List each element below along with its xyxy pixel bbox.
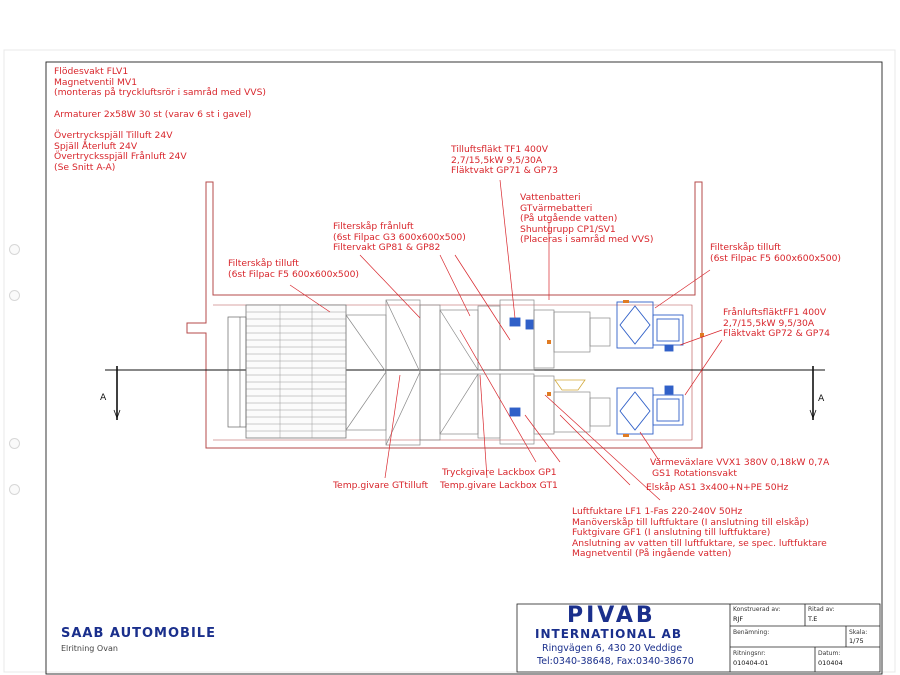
section-arrow-right <box>809 409 817 420</box>
label-line: Värmeväxlare VVX1 380V 0,18kW 0,7A <box>650 457 830 468</box>
door-frame <box>227 316 247 428</box>
client-name: SAAB AUTOMOBILE <box>61 626 216 641</box>
note-line: Flödesvakt FLV1 <box>54 66 129 77</box>
label-line: Filterskåp frånluft <box>333 221 414 232</box>
label-line: GTvärmebatteri <box>520 202 593 214</box>
filter-cabinets <box>345 299 611 446</box>
constructed-by: RJF <box>733 615 744 623</box>
label-water-coil: Vattenbatteri GTvärmebatteri (På utgåend… <box>520 192 654 246</box>
leader-lines <box>289 179 723 501</box>
label-filter-supply-left: Filterskåp tilluft (6st Filpac F5 600x60… <box>228 258 360 280</box>
lackbox-sensor <box>554 379 586 391</box>
note-line: Magnetventil MV1 <box>54 76 138 88</box>
company-address: Ringvägen 6, 430 20 Veddige <box>542 643 683 654</box>
drawn-by: T.E <box>808 615 818 623</box>
section-arrow-left <box>113 409 121 420</box>
label-line: 2,7/15,5kW 9,5/30A <box>723 317 815 329</box>
binder-hole <box>9 484 20 495</box>
drawing-number-label: Ritningsnr: <box>733 650 766 657</box>
label-line: Manöverskåp till luftfuktare (I anslutni… <box>572 516 809 528</box>
label-filter-supply-right: Filterskåp tilluft (6st Filpac F5 600x60… <box>710 242 842 264</box>
note-armature: Armaturer 2x58W 30 st (varav 6 st i gave… <box>54 109 252 120</box>
air-handling-units <box>509 301 684 435</box>
label-line: Tilluftsfläkt TF1 400V <box>451 144 549 155</box>
label-line: Fläktvakt GP72 & GP74 <box>723 328 831 340</box>
label-line: FrånluftsfläktFF1 400V <box>723 307 827 318</box>
label-line: GS1 Rotationsvakt <box>652 467 737 479</box>
section-label-right: A <box>818 393 825 404</box>
date-label: Datum: <box>818 650 841 657</box>
booth-grid <box>245 304 347 439</box>
note-line: Övertryckspjäll Tilluft 24V <box>54 130 173 141</box>
label-electrical-cabinet: Elskåp AS1 3x400+N+PE 50Hz <box>646 482 789 493</box>
label-line: Shuntgrupp CP1/SV1 <box>520 223 616 235</box>
drawing-frame <box>45 61 883 675</box>
label-exhaust-fan: FrånluftsfläktFF1 400V 2,7/15,5kW 9,5/30… <box>723 307 831 340</box>
label-line: (På utgående vatten) <box>520 213 618 225</box>
page-edge <box>3 49 896 673</box>
notes-dampers: Övertryckspjäll Tilluft 24V Spjäll Återl… <box>54 130 187 173</box>
binder-hole <box>9 290 20 301</box>
note-line: (Se Snitt A-A) <box>54 161 116 173</box>
label-line: Luftfuktare LF1 1-Fas 220-240V 50Hz <box>572 506 743 517</box>
label-supply-fan: Tilluftsfläkt TF1 400V 2,7/15,5kW 9,5/30… <box>451 144 559 177</box>
label-line: Fläktvakt GP71 & GP73 <box>451 165 559 177</box>
binder-hole <box>9 438 20 449</box>
label-line: Filtervakt GP81 & GP82 <box>333 242 441 254</box>
label-line: Magnetventil (På ingående vatten) <box>572 548 732 560</box>
label-temp-supply: Temp.givare GTtilluft <box>333 480 429 491</box>
constructed-by-label: Konstruerad av: <box>733 606 781 613</box>
room-inner-outline <box>213 304 693 441</box>
label-humidifier: Luftfuktare LF1 1-Fas 220-240V 50Hz Manö… <box>572 506 827 560</box>
label-line: (6st Filpac F5 600x600x500) <box>710 252 842 264</box>
note-line: Spjäll Återluft 24V <box>54 140 138 152</box>
sensor-markers <box>547 300 704 437</box>
label-heat-exchanger: Värmeväxlare VVX1 380V 0,18kW 0,7A GS1 R… <box>650 457 830 479</box>
company-subtitle: INTERNATIONAL AB <box>535 627 682 641</box>
title-block <box>516 603 881 673</box>
label-line: Vattenbatteri <box>520 192 581 203</box>
notes-top-left: Flödesvakt FLV1 Magnetventil MV1 (monter… <box>54 66 266 99</box>
scale-value: 1/75 <box>849 637 864 645</box>
label-line: (6st Filpac F5 600x600x500) <box>228 268 360 280</box>
label-pressure-sensor: Tryckgivare Lackbox GP1 <box>442 467 557 478</box>
note-line: (monteras på tryckluftsrör i samråd med … <box>54 87 266 99</box>
company-logo: PIVAB <box>567 603 656 628</box>
label-temp-lackbox: Temp.givare Lackbox GT1 <box>440 480 558 491</box>
drawing-subject: Elritning Ovan <box>61 644 118 653</box>
date-value: 010404 <box>818 659 843 667</box>
scale-label: Skala: <box>849 629 868 636</box>
label-line: Filterskåp tilluft <box>710 242 781 253</box>
label-line: 2,7/15,5kW 9,5/30A <box>451 154 543 166</box>
room-outline <box>186 181 703 449</box>
binder-hole <box>9 244 20 255</box>
label-line: Fuktgivare GF1 (I anslutning till luftfu… <box>572 527 771 539</box>
label-line: (Placeras i samråd med VVS) <box>520 234 654 246</box>
drawn-by-label: Ritad av: <box>808 606 835 613</box>
label-filter-exhaust: Filterskåp frånluft (6st Filpac G3 600x6… <box>333 221 466 254</box>
label-line: Anslutning av vatten till luftfuktare, s… <box>572 537 827 549</box>
company-phone-fax: Tel:0340-38648, Fax:0340-38670 <box>537 656 694 667</box>
label-line: Filterskåp tilluft <box>228 258 299 269</box>
section-label-left: A <box>100 392 107 403</box>
name-label: Benämning: <box>733 629 770 636</box>
label-line: (6st Filpac G3 600x600x500) <box>333 231 466 243</box>
note-line: Övertrycksspjäll Frånluft 24V <box>54 151 187 163</box>
drawing-number: 010404-01 <box>733 659 769 667</box>
